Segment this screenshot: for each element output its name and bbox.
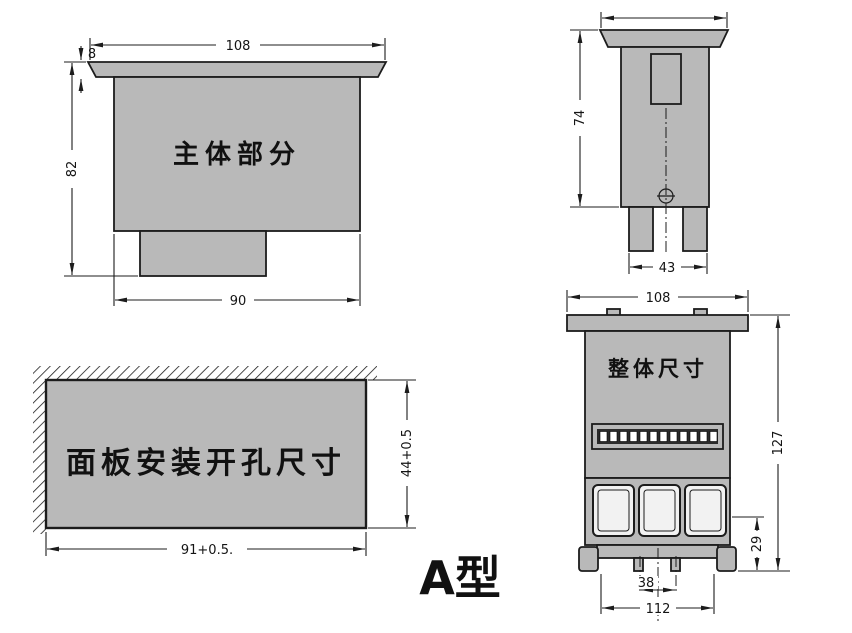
- dimension-label-bg: [222, 292, 254, 308]
- socket-section: [584, 477, 731, 546]
- front-bezel-rect: [566, 314, 749, 332]
- dim-overall-top-width: 108: [566, 289, 749, 312]
- view-overall-section: 108 整体尺寸: [566, 289, 790, 622]
- terminal-pin: [609, 431, 618, 442]
- dim-cutout-width: 91+0.5.: [45, 532, 367, 558]
- main-body-rect: [113, 76, 361, 232]
- left-leg-rect: [628, 206, 654, 252]
- dimension-label-bg: [653, 259, 681, 274]
- socket-window-inner: [689, 489, 722, 532]
- socket-window: [592, 484, 635, 537]
- dim-cutout-height: 44+0.5: [368, 379, 416, 529]
- dimension-label-bg: [64, 150, 80, 188]
- dimension-label-bg: [749, 531, 765, 557]
- dimension-label: 29: [750, 536, 765, 553]
- dimension-label-bg: [638, 289, 678, 305]
- terminal-pin: [649, 431, 658, 442]
- left-foot-tab: [578, 546, 599, 572]
- dimension-label-bg: [634, 576, 658, 589]
- dim-flange-thickness: 8: [78, 46, 96, 93]
- terminal-pin: [699, 431, 708, 442]
- socket-window-inner: [597, 489, 630, 532]
- center-hook: [633, 557, 644, 572]
- hatch-top-band: [33, 366, 377, 380]
- dimension-label-bg: [770, 422, 787, 464]
- terminal-pin: [629, 431, 638, 442]
- terminal-pin: [689, 431, 698, 442]
- dimension-label-bg: [399, 420, 416, 486]
- dim-main-bottom-width: 90: [113, 234, 361, 309]
- dimension-label: 38: [638, 576, 655, 591]
- dim-main-height: 82: [64, 61, 138, 277]
- dimension-label: 90: [230, 294, 247, 309]
- dimension-label: 108: [646, 291, 671, 306]
- dimension-label: 44+0.5: [400, 429, 415, 477]
- inner-slot-rect: [650, 53, 682, 105]
- terminal-pin: [619, 431, 628, 442]
- dimension-label: 8: [88, 47, 96, 62]
- dimension-label-bg: [216, 37, 260, 53]
- terminal-pin: [659, 431, 668, 442]
- dimension-label: 43: [659, 261, 676, 276]
- mounting-feet: [578, 544, 737, 572]
- type-label: A型: [419, 551, 501, 605]
- dimension-label: 112: [646, 602, 671, 617]
- view-profile-section: 74 43: [570, 12, 730, 276]
- cutout-label: 面板安装开孔尺寸: [66, 446, 346, 481]
- dimension-label: 91+0.5.: [181, 543, 233, 558]
- dimension-label: 74: [573, 110, 588, 127]
- socket-window-inner: [643, 489, 676, 532]
- rear-block-rect: [139, 230, 267, 277]
- overall-label: 整体尺寸: [608, 357, 708, 381]
- dim-profile-top: [600, 12, 728, 28]
- flange-shape: [86, 61, 388, 78]
- terminal-strip: [591, 423, 724, 450]
- dimension-label-bg: [640, 600, 676, 615]
- terminal-pin: [679, 431, 688, 442]
- view-panel-cutout-section: 面板安装开孔尺寸 44+0.5 91+0.5.: [33, 366, 416, 558]
- cutout-rect: [44, 378, 368, 530]
- terminal-pin: [639, 431, 648, 442]
- overall-body-rect: [584, 330, 731, 479]
- terminal-pin: [669, 431, 678, 442]
- dimension-label: 82: [65, 161, 80, 178]
- dim-main-top-width: 108: [89, 37, 386, 60]
- right-leg-rect: [682, 206, 708, 252]
- terminal-pin: [599, 431, 608, 442]
- main-body-label: 主体部分: [173, 140, 301, 170]
- dim-lower-height: 29: [732, 516, 765, 570]
- terminal-pin: [709, 431, 718, 442]
- socket-window: [638, 484, 681, 537]
- dim-overall-height: 127: [738, 314, 790, 572]
- dimension-label: 108: [226, 39, 251, 54]
- dim-profile-height: 74: [570, 29, 619, 208]
- right-foot-tab: [716, 546, 737, 572]
- dim-feet-outer: 112: [600, 574, 715, 617]
- flange-shape: [598, 29, 730, 48]
- dimension-label-bg: [572, 100, 588, 136]
- hatch-left-band: [33, 366, 46, 534]
- socket-window: [684, 484, 727, 537]
- dim-feet-inner: 38: [634, 556, 677, 594]
- dimension-label: 127: [771, 431, 786, 456]
- dimension-label-bg: [167, 541, 247, 557]
- view-main-body-section: 108 主体部分 82 8 90: [64, 37, 388, 309]
- dim-leg-span: 43: [628, 253, 708, 276]
